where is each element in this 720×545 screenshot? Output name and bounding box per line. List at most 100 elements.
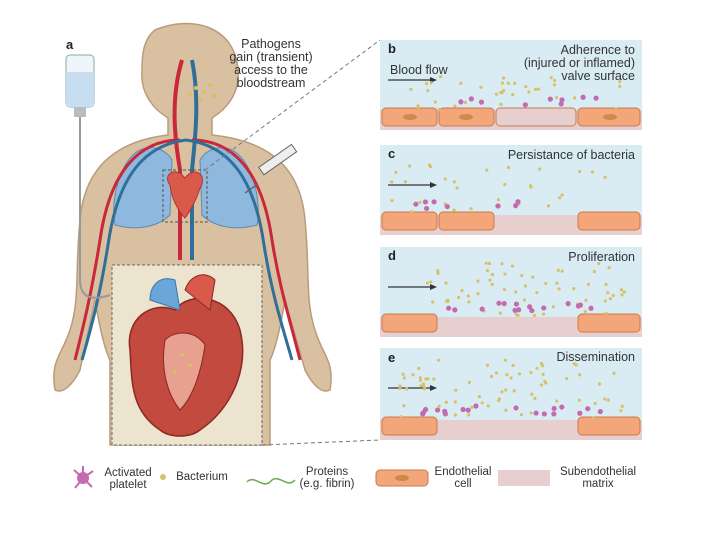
platelet-mark (469, 96, 474, 101)
bacterium-dot (425, 82, 428, 85)
platelet-mark (577, 411, 582, 416)
bacterium-dot (584, 299, 587, 302)
bacterium-dot (547, 204, 550, 207)
bacterium-dot (411, 373, 414, 376)
platelet-mark (541, 305, 546, 310)
bacterium-dot (623, 290, 626, 293)
panel-c-caption: Persistance of bacteria (470, 149, 635, 162)
bacterium-dot (552, 305, 555, 308)
bacterium-dot (594, 402, 597, 405)
bacterium-dot (499, 311, 502, 314)
bacterium-dot (390, 180, 393, 183)
platelet-mark (594, 96, 599, 101)
bacterium-dot (431, 300, 434, 303)
platelet-mark (548, 97, 553, 102)
bacterium-dot (502, 89, 505, 92)
bacterium-dot (460, 289, 463, 292)
platelet-mark (466, 408, 471, 413)
bacterium-dot (495, 371, 498, 374)
bacterium-dot (453, 180, 456, 183)
bacterium-dot (573, 96, 576, 99)
bacterium-dot (598, 382, 601, 385)
bacterium-dot (578, 170, 581, 173)
bacterium-dot (533, 314, 536, 317)
bacterium-dot (620, 293, 623, 296)
platelet-mark (460, 407, 465, 412)
bacterium-dot (444, 281, 447, 284)
bacterium-dot (604, 176, 607, 179)
bacterium-dot (612, 294, 615, 297)
panel-a-letter: a (66, 38, 73, 52)
panel-e-letter: e (388, 351, 395, 365)
platelet-mark (598, 409, 603, 414)
blood-flow-label: Blood flow (390, 64, 448, 77)
panel-a-caption: Pathogens gain (transient) access to the… (216, 38, 326, 91)
platelet-mark (576, 303, 581, 308)
panel-c-letter: c (388, 147, 395, 161)
bacterium-dot (438, 405, 441, 408)
legend-matrix-icon (498, 470, 550, 486)
platelet-mark (423, 407, 428, 412)
bacterium-dot (438, 108, 441, 111)
bacterium-dot (529, 371, 532, 374)
platelet-mark (496, 301, 501, 306)
bacterium-dot (540, 383, 543, 386)
bacterium-dot (503, 183, 506, 186)
platelet-mark (523, 102, 528, 107)
bacterium-dot (531, 275, 534, 278)
platelet-mark (495, 203, 500, 208)
platelet-mark (559, 97, 564, 102)
bacterium-dot (619, 409, 622, 412)
bacterium-dot (488, 262, 491, 265)
bacterium-dot (455, 186, 458, 189)
bacterium-dot (432, 377, 435, 380)
bacterium-dot (504, 388, 507, 391)
bacterium-dot (408, 164, 411, 167)
bacterium-dot (399, 415, 402, 418)
connector-bottom (262, 440, 380, 445)
bacterium-dot (565, 377, 568, 380)
heart-inset (112, 265, 262, 445)
bacterium-dot (612, 372, 615, 375)
bacterium-dot (520, 413, 523, 416)
platelet-mark (516, 307, 521, 312)
bacterium-dot (511, 364, 514, 367)
bacterium-dot (479, 86, 482, 89)
bacterium-dot (500, 390, 503, 393)
platelet-mark (514, 301, 519, 306)
bacterium-dot (542, 312, 545, 315)
platelet-mark (435, 407, 440, 412)
bacterium-dot (516, 314, 519, 317)
bacterium-dot (520, 274, 523, 277)
platelet-mark (551, 411, 556, 416)
bacterium-dot (591, 170, 594, 173)
bacterium-dot (511, 93, 514, 96)
legend-bacterium-icon (160, 474, 166, 480)
bacterium-dot (535, 367, 538, 370)
bacterium-dot (514, 290, 517, 293)
platelet-mark (413, 202, 418, 207)
bacterium-dot (491, 283, 494, 286)
platelet-mark (420, 411, 425, 416)
platelet-mark (533, 410, 538, 415)
bacterium-dot (419, 376, 422, 379)
bacterium-dot (497, 399, 500, 402)
bacterium-dot (607, 398, 610, 401)
legend-platelet-icon (74, 466, 93, 488)
platelet-mark (480, 306, 485, 311)
bacterium-dot (587, 283, 590, 286)
legend-endothelial-label: Endothelial cell (428, 466, 498, 490)
bacterium-dot (561, 270, 564, 273)
bacterium-dot (409, 88, 412, 91)
bacterium-dot (467, 300, 470, 303)
bacterium-dot (487, 404, 490, 407)
bacterium-dot (503, 272, 506, 275)
bacterium-dot (426, 281, 429, 284)
bacterium-dot (424, 377, 427, 380)
bacterium-dot (534, 88, 537, 91)
platelet-mark (473, 403, 478, 408)
bacterium-dot (422, 385, 425, 388)
bacterium-dot (457, 296, 460, 299)
bacterium-dot (446, 299, 449, 302)
bacterium-dot (419, 379, 422, 382)
